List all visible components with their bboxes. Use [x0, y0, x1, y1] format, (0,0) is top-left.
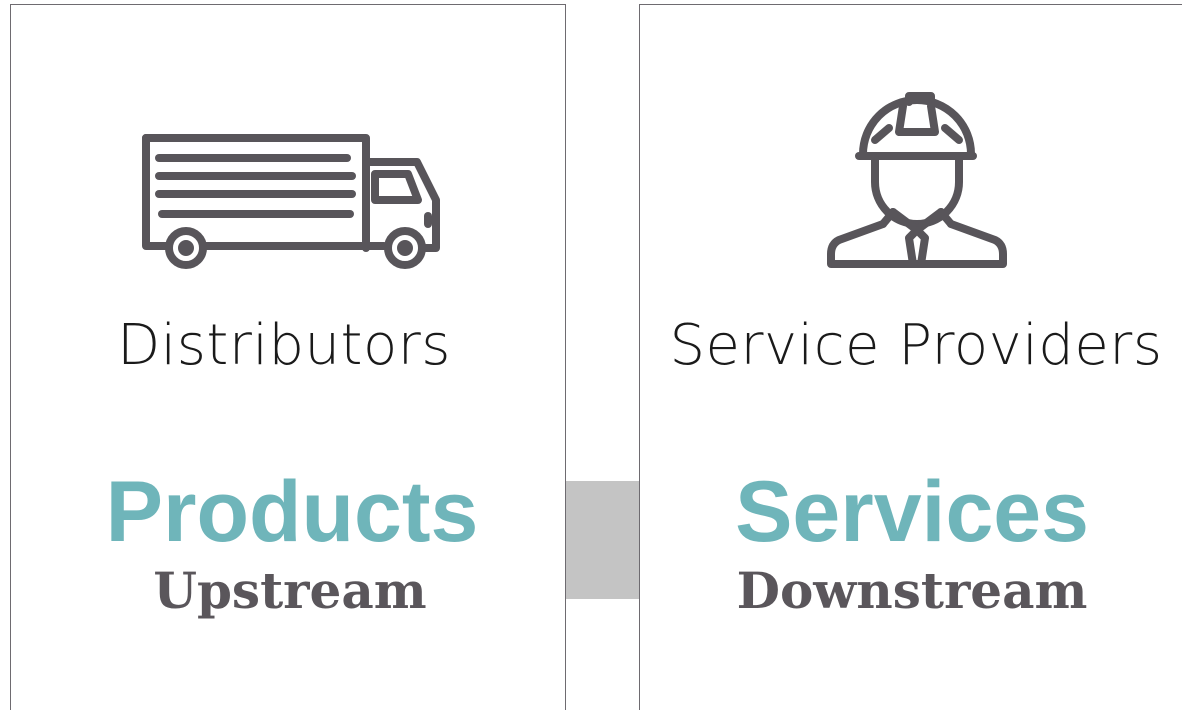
truck-icon [132, 130, 442, 275]
distributors-card: Distributors Products Upstream [10, 4, 566, 710]
downstream-subtitle: Downstream [736, 561, 1088, 620]
card-connector [566, 481, 639, 599]
distributors-label: Distributors [117, 313, 451, 378]
construction-worker-icon [823, 88, 1013, 273]
upstream-subtitle: Upstream [153, 561, 427, 620]
products-title: Products [105, 464, 479, 560]
service-providers-card: Service Providers Services Downstream [639, 4, 1182, 710]
service-providers-label: Service Providers [669, 313, 1163, 378]
services-title: Services [735, 464, 1089, 560]
